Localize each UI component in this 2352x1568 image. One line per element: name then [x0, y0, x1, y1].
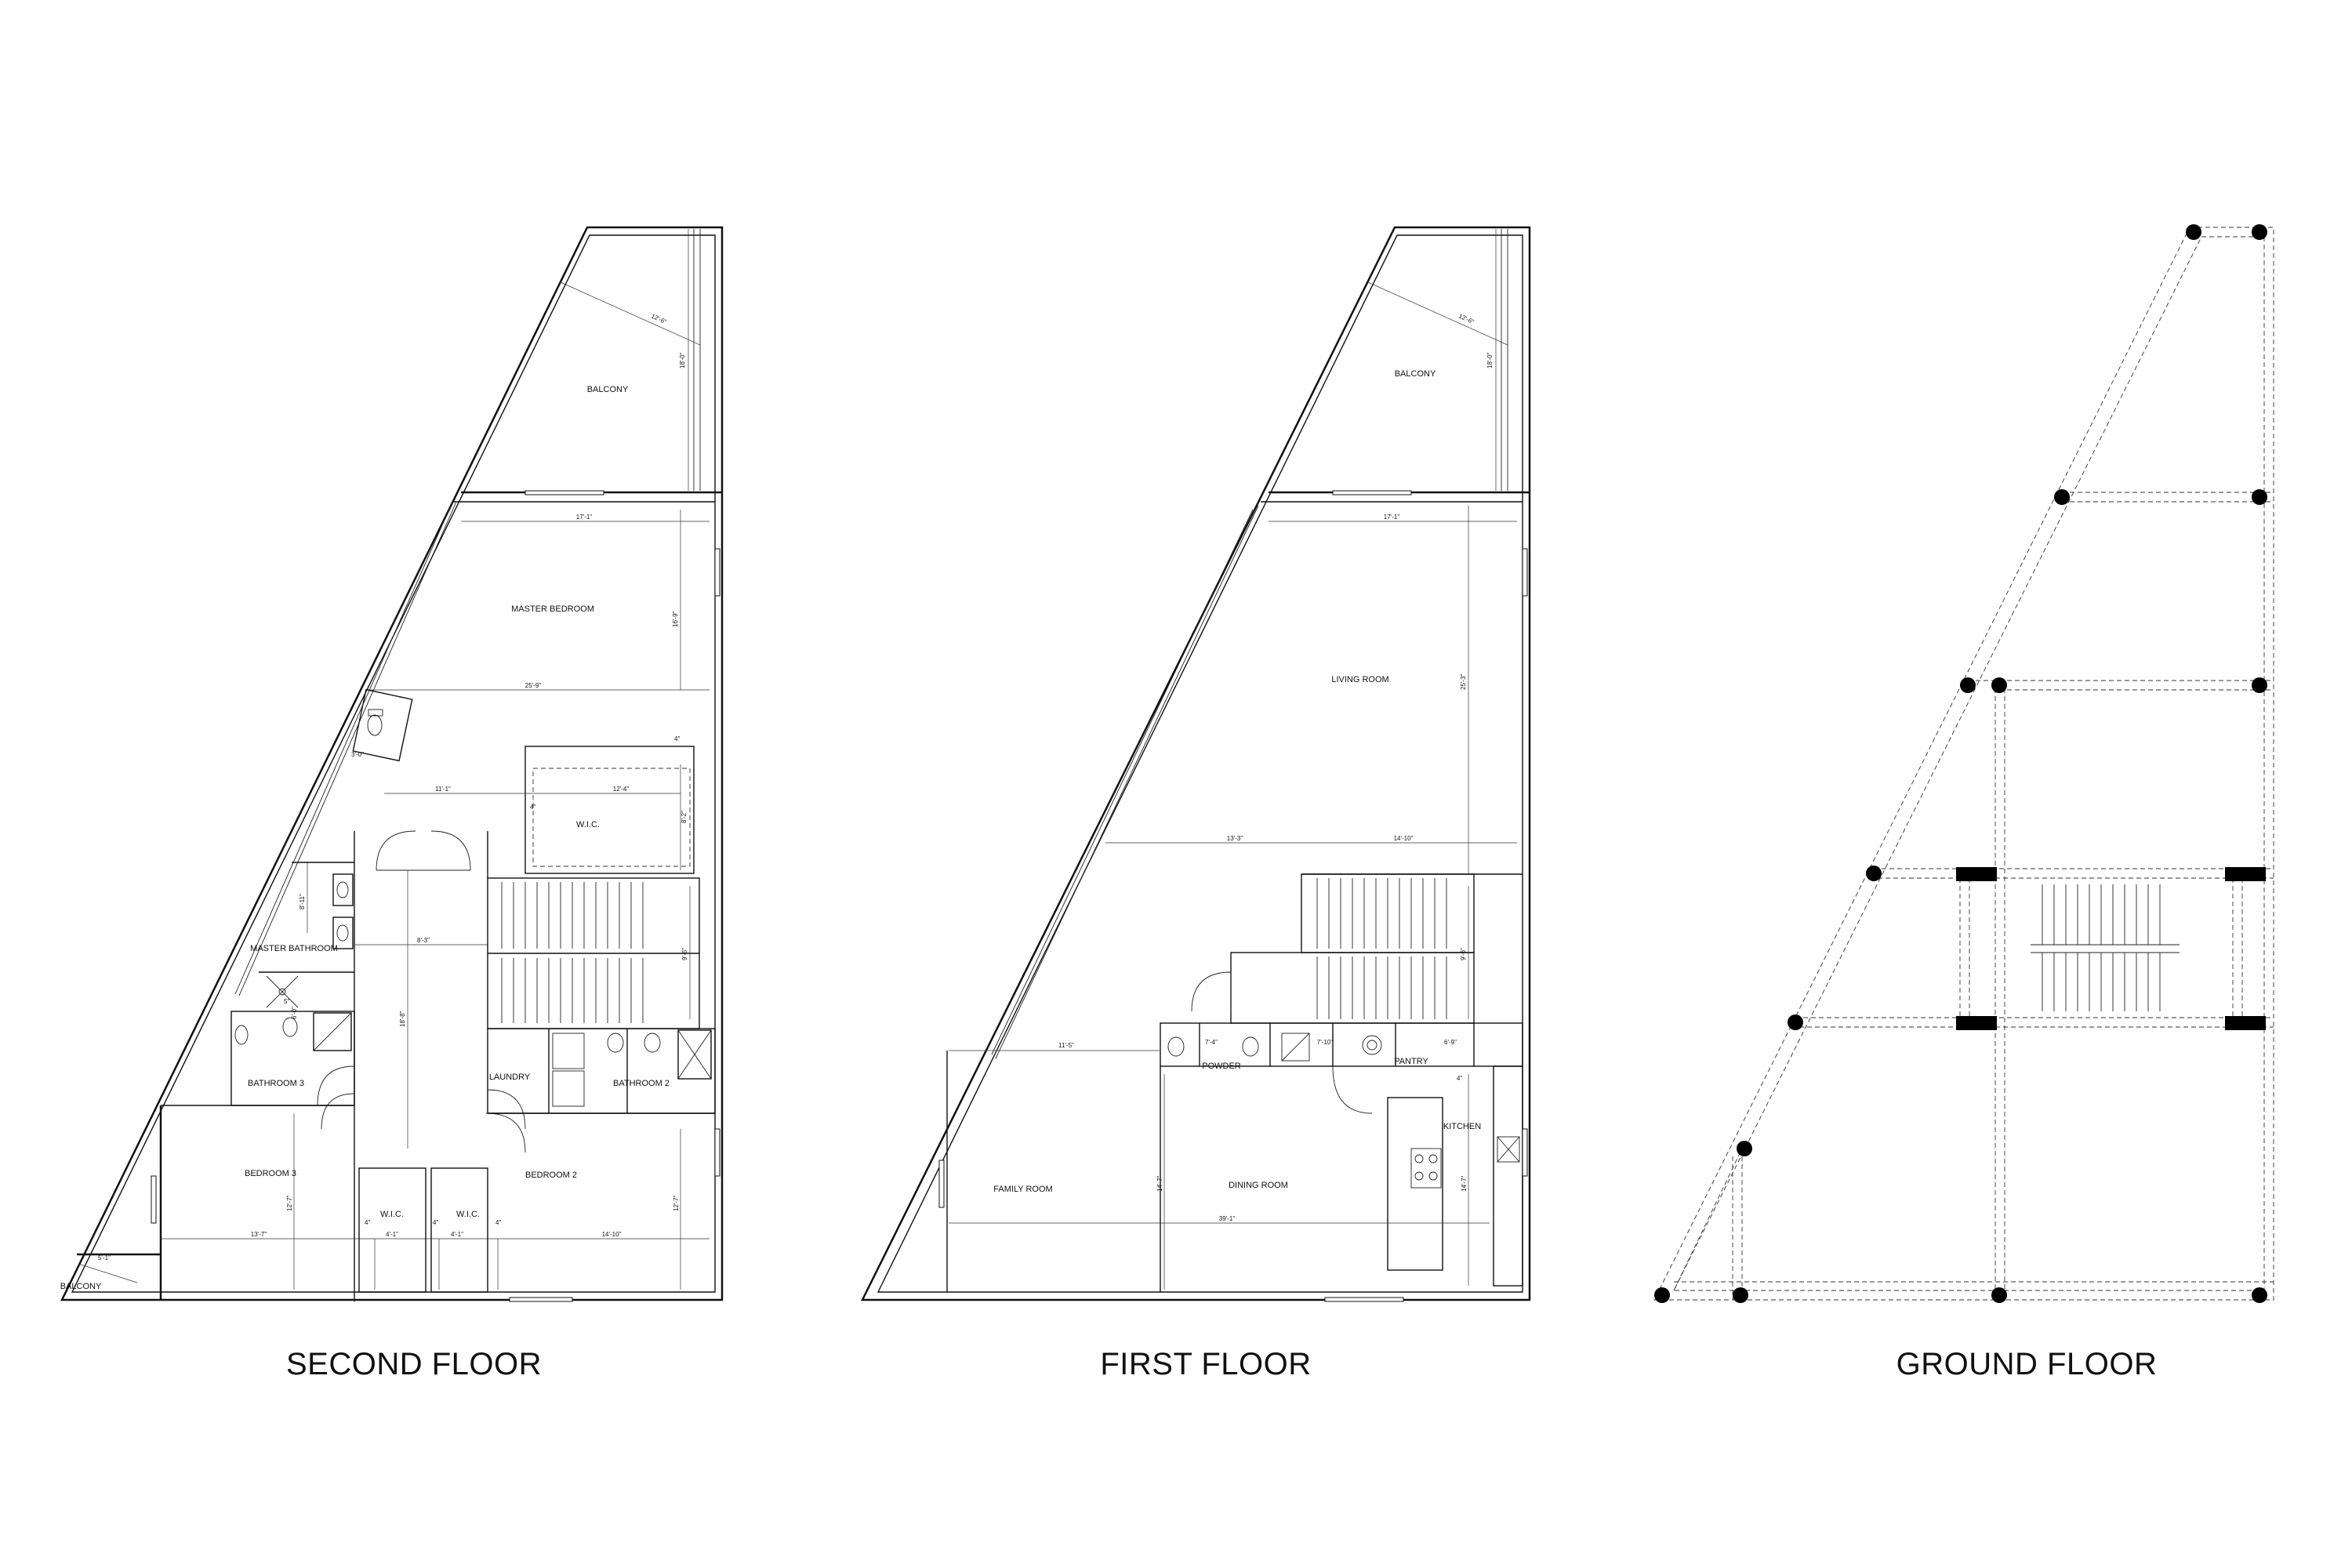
dim: 11'-5" [1058, 1042, 1074, 1049]
dim: 17'-1" [576, 514, 593, 521]
room-wic-left: W.I.C. [380, 1210, 404, 1219]
title-second-floor: SECOND FLOOR [286, 1347, 542, 1381]
room-laundry: LAUNDRY [489, 1073, 531, 1082]
dim: 13'-3" [1227, 835, 1243, 842]
first-floor-outline [860, 226, 1531, 1301]
dim: 4" [674, 735, 680, 742]
dim: 4" [530, 804, 535, 811]
dim: 3'-0" [351, 751, 364, 758]
title-ground-floor: GROUND FLOOR [1896, 1347, 2158, 1381]
room-dining-room: DINING ROOM [1229, 1181, 1288, 1190]
dim: 4" [433, 1219, 438, 1226]
room-kitchen: KITCHEN [1443, 1122, 1481, 1131]
dim: 17'-1" [1384, 514, 1400, 521]
dim: 12'-7" [286, 1195, 293, 1211]
dim: 14'-10" [1394, 835, 1414, 842]
ground-floor-columns [1654, 224, 2267, 1303]
room-powder: POWDER [1202, 1062, 1241, 1071]
dim: 7'-4" [1205, 1039, 1218, 1046]
dim: 8'-11" [299, 894, 306, 909]
room-master-bathroom: MASTER BATHROOM [250, 944, 338, 953]
dim: 6'-9" [1444, 1039, 1457, 1046]
dim: 13'-7" [251, 1231, 267, 1238]
dim: 18'-0" [1486, 352, 1494, 368]
title-first-floor: FIRST FLOOR [1100, 1347, 1311, 1381]
dim: 18'-0" [679, 352, 686, 368]
room-master-bedroom: MASTER BEDROOM [511, 604, 594, 614]
room-wic-right: W.I.C. [456, 1210, 480, 1219]
first-floor-plan: BALCONY LIVING ROOM POWDER PANTRY KITCHE… [860, 226, 1531, 1302]
room-bedroom2: BEDROOM 2 [525, 1171, 577, 1180]
room-bedroom3: BEDROOM 3 [245, 1169, 296, 1178]
room-bathroom2: BATHROOM 2 [613, 1079, 670, 1088]
dim: 14'-7" [1461, 1175, 1468, 1192]
dim: 5'-1" [98, 1254, 111, 1261]
dim: 25'-3" [1460, 673, 1467, 690]
dim: 12'-7" [673, 1195, 680, 1211]
dim: 14'-7" [1156, 1175, 1163, 1192]
room-wic-master: W.I.C. [576, 820, 600, 829]
dim: 16'-9" [672, 611, 679, 627]
dim: 6'-0" [291, 1007, 298, 1019]
room-balcony-bottom: BALCONY [60, 1282, 102, 1291]
room-living-room: LIVING ROOM [1331, 675, 1388, 684]
dim: 14'-10" [602, 1231, 622, 1238]
dim: 9'-6" [681, 948, 688, 960]
dim: 4'-1" [386, 1231, 398, 1238]
room-family-room: FAMILY ROOM [993, 1185, 1052, 1194]
second-floor-stair [487, 877, 700, 1029]
dim: 4" [495, 1219, 501, 1226]
first-floor-stair [1191, 873, 1475, 1024]
room-pantry: PANTRY [1394, 1057, 1428, 1066]
room-balcony: BALCONY [1395, 369, 1436, 379]
second-floor-inner-outline [71, 234, 716, 1293]
second-floor-plan: BALCONY MASTER BEDROOM W.I.C. MASTER BAT… [60, 226, 724, 1302]
dim: 4" [365, 1219, 370, 1226]
dim: 4'-1" [451, 1231, 463, 1238]
dim: 8'-2" [681, 811, 688, 823]
dim: 18'-8" [399, 1011, 406, 1027]
dim: 5" [284, 998, 289, 1005]
dim: 12'-4" [613, 786, 630, 793]
dim: 7'-10" [1317, 1039, 1334, 1046]
room-bathroom3: BATHROOM 3 [248, 1079, 304, 1088]
dim: 25'-9" [525, 682, 542, 689]
dim: 4" [1457, 1075, 1462, 1082]
ground-floor-plan [1653, 224, 2274, 1303]
dim: 8'-3" [417, 937, 430, 944]
dim: 11'-1" [435, 786, 451, 793]
dim: 39'-1" [1219, 1215, 1236, 1222]
dim: 9'-6" [1460, 948, 1467, 960]
second-floor-outline [60, 226, 724, 1301]
ground-floor-stair [2031, 884, 2180, 1011]
room-balcony-top: BALCONY [587, 385, 629, 394]
